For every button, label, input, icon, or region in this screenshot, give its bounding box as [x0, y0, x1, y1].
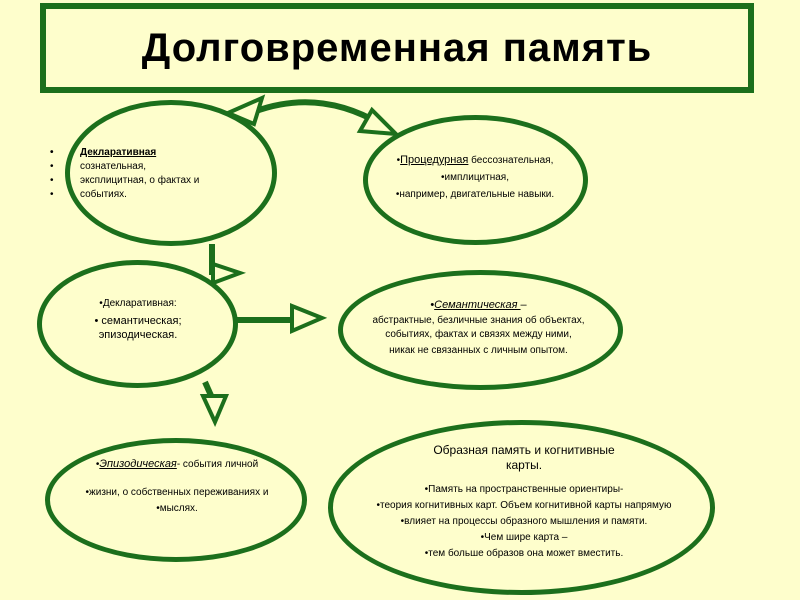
episodic-line: мыслях.: [159, 503, 198, 514]
semantic-line: абстрактные, безличные знания об объекта…: [372, 315, 585, 326]
declarative-types-text: Декларативная: семантическая; эпизодичес…: [50, 297, 226, 342]
title-box: Долговременная память: [40, 3, 754, 93]
procedural-line: имплицитная,: [444, 172, 509, 183]
right-arrowhead: [290, 303, 328, 335]
declarative-types-semantic: семантическая;: [101, 315, 182, 327]
episodic-text: Эпизодическая- события личной жизни, о с…: [46, 457, 308, 516]
imagery-line: Память на пространственные ориентиры-: [428, 484, 624, 495]
episodic-heading: Эпизодическая: [99, 458, 177, 470]
semantic-dash: –: [520, 299, 527, 311]
imagery-line: Чем шире карта –: [484, 532, 568, 543]
imagery-line: влияет на процессы образного мышления и …: [404, 516, 648, 527]
semantic-line: никак не связанных с личным опытом.: [389, 345, 568, 356]
procedural-heading-rest: бессознательная,: [468, 155, 554, 166]
episodic-oval: [45, 438, 307, 562]
episodic-line: жизни, о собственных переживаниях и: [89, 487, 269, 498]
declarative-types-episodic: эпизодическая.: [98, 329, 178, 341]
semantic-heading: Семантическая: [434, 299, 521, 311]
imagery-oval: [328, 420, 715, 595]
procedural-heading: Процедурная: [400, 154, 469, 166]
declarative-heading: Декларативная: [50, 146, 199, 160]
procedural-line: например, двигательные навыки.: [399, 189, 555, 200]
imagery-title: Образная память и когнитивные: [433, 443, 615, 457]
imagery-line: тем больше образов она может вместить.: [428, 548, 624, 559]
declarative-text: Декларативная сознательная, эксплицитная…: [50, 146, 199, 202]
page-title: Долговременная память: [141, 25, 653, 70]
procedural-text: Процедурная бессознательная, имплицитная…: [364, 153, 586, 202]
top-right-arrowhead: [356, 106, 402, 137]
procedural-oval: [363, 115, 588, 245]
semantic-line: событиях, фактах и связях между ними,: [385, 329, 572, 340]
declarative-types-heading: Декларативная:: [102, 298, 177, 309]
semantic-oval: [338, 270, 623, 390]
down-arrowhead-1: [211, 261, 247, 286]
down-arrowhead-2: [199, 394, 230, 427]
semantic-text: Семантическая – абстрактные, безличные з…: [336, 298, 621, 358]
declarative-types-oval: [37, 260, 238, 388]
imagery-text: Образная память и когнитивные карты. Пам…: [340, 443, 708, 561]
imagery-title: карты.: [505, 458, 543, 472]
declarative-item: событиях.: [50, 188, 199, 202]
imagery-line: теория когнитивных карт. Объем когнитивн…: [380, 500, 672, 511]
declarative-item: эксплицитная, о фактах и: [50, 174, 199, 188]
episodic-heading-rest: - события личной: [176, 459, 259, 470]
declarative-item: сознательная,: [50, 160, 199, 174]
